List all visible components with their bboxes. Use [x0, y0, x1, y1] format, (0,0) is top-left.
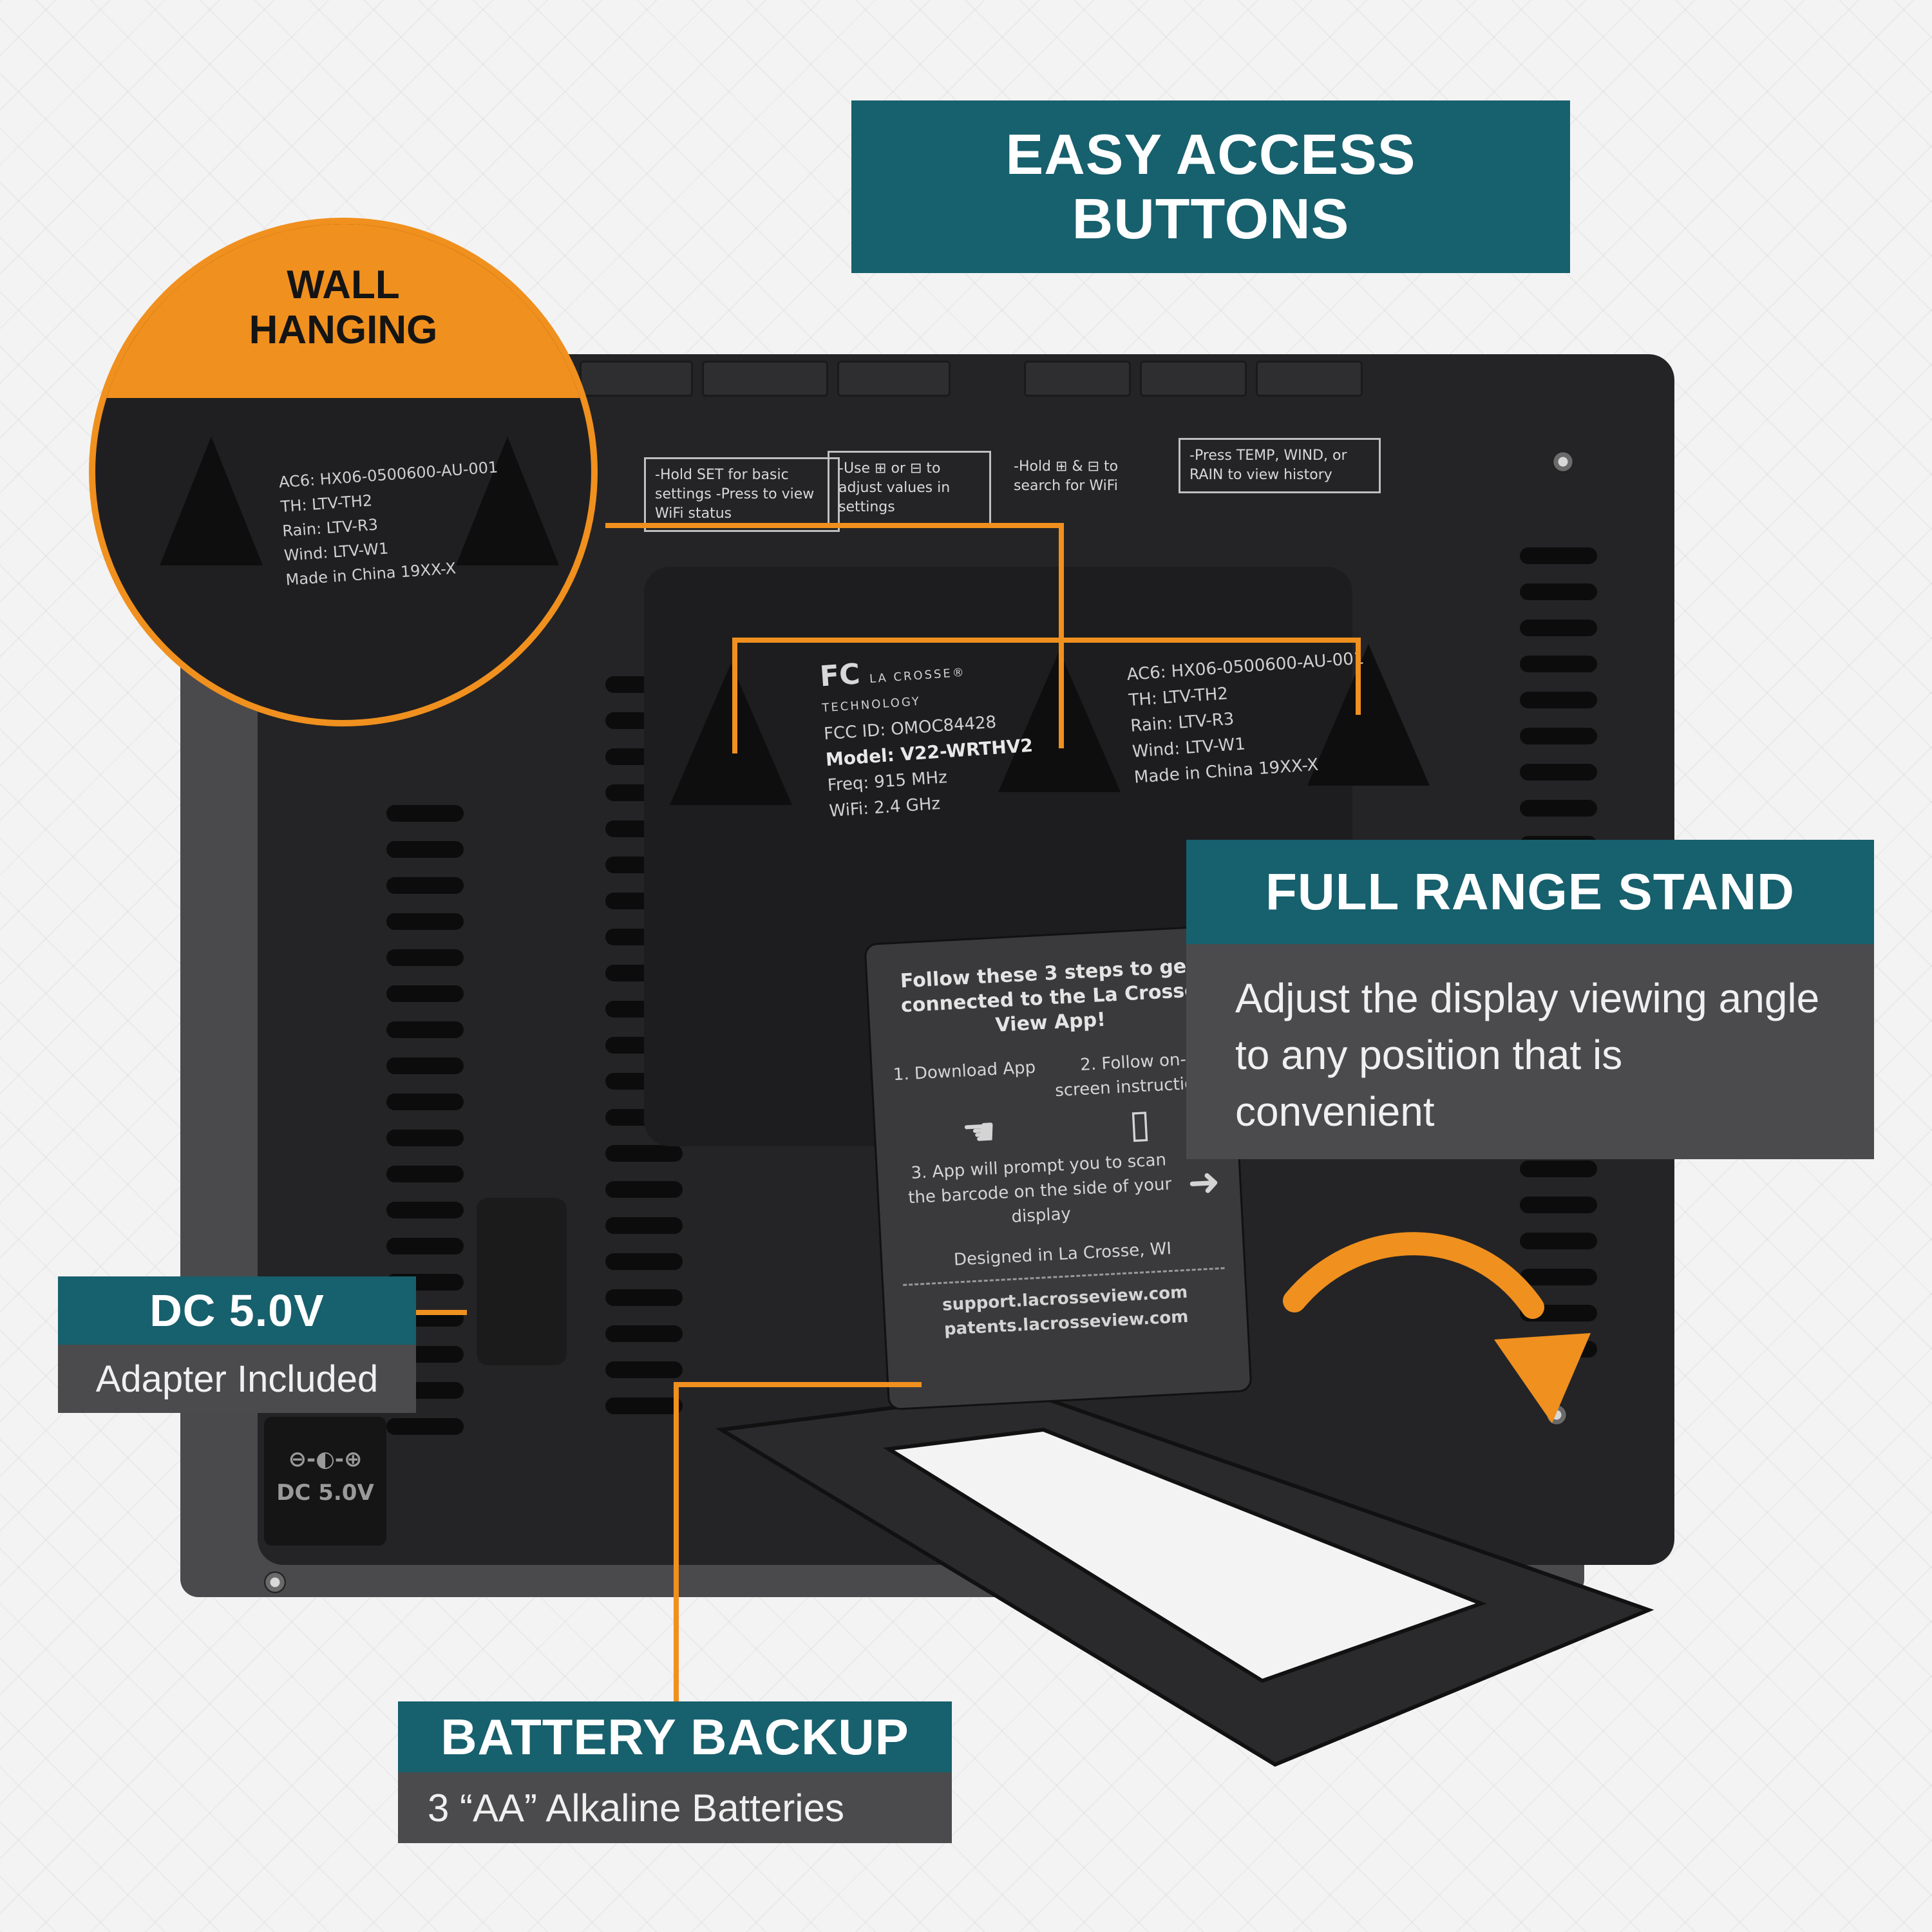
wall-hanging-line-bracket-l: [732, 638, 737, 753]
easy-access-title: EASY ACCESS BUTTONS: [1005, 122, 1416, 251]
screw-bottom-left: [264, 1571, 286, 1593]
wall-hanging-line-top: [605, 523, 1064, 528]
zoom-slot-right: [456, 437, 559, 565]
button-temp: [1024, 361, 1131, 397]
dc-line: [415, 1310, 467, 1315]
phone-tap-icon: ▯: [1128, 1101, 1152, 1148]
hanging-slot-right: [1307, 644, 1430, 786]
hanging-slot-left: [670, 663, 792, 805]
door-step3: 3. App will prompt you to scan the barco…: [907, 1150, 1172, 1227]
label-history: -Press TEMP, WIND, or RAIN to view histo…: [1179, 438, 1381, 493]
vents-left: [386, 805, 464, 1454]
wall-hanging-line-bracket-h: [732, 638, 1361, 643]
full-range-title: FULL RANGE STAND: [1265, 863, 1795, 920]
fc-logo: FC: [819, 658, 862, 694]
dc-port-label: ⊖-◐-⊕ DC 5.0V: [264, 1417, 386, 1546]
zoom-slot-left: [160, 437, 263, 565]
dc-callout: DC 5.0V: [58, 1276, 416, 1345]
wall-hanging-zoom: WALL HANGING AC6: HX06-0500600-AU-001 TH…: [89, 218, 598, 726]
fcc-spec-block: FC LA CROSSE® TECHNOLOGY FCC ID: OMOC844…: [819, 658, 1034, 821]
rotation-arrow-icon: [1283, 1232, 1591, 1423]
wall-hanging-title: WALL HANGING: [249, 263, 438, 352]
screw-top-right: [1552, 451, 1574, 473]
door-step1: 1. Download App: [893, 1057, 1036, 1085]
battery-title: BATTERY BACKUP: [440, 1708, 909, 1765]
button-wind: [1140, 361, 1247, 397]
zoom-spec-text: AC6: HX06-0500600-AU-001 TH: LTV-TH2 Rai…: [278, 458, 499, 589]
battery-callout: BATTERY BACKUP: [398, 1701, 952, 1772]
arrow-right-icon: ➜: [1186, 1159, 1222, 1206]
download-app-icon: ☚: [960, 1108, 998, 1156]
door-designed: Designed in La Crosse, WI: [953, 1238, 1172, 1270]
button-plus: [837, 361, 951, 397]
easy-access-callout: EASY ACCESS BUTTONS: [851, 100, 1570, 273]
dc-port-cover: [477, 1198, 567, 1365]
label-adjust: -Use ⊞ or ⊟ to adjust values in settings: [828, 451, 991, 526]
dc-description: Adapter Included: [58, 1345, 416, 1413]
wall-hanging-line-vert: [1059, 523, 1064, 748]
polarity-icon: ⊖-◐-⊕: [288, 1446, 363, 1472]
battery-description: 3 “AA” Alkaline Batteries: [398, 1772, 952, 1843]
battery-line-v: [674, 1382, 679, 1705]
door-heading: Follow these 3 steps to get connected to…: [900, 954, 1198, 1037]
full-range-description: Adjust the display viewing angle to any …: [1186, 944, 1874, 1159]
button-set: [580, 361, 693, 397]
sensor-spec-block: AC6: HX06-0500600-AU-001 TH: LTV-TH2 Rai…: [1126, 649, 1365, 788]
label-search: -Hold ⊞ & ⊟ to search for WiFi: [1014, 459, 1119, 494]
label-set: -Hold SET for basic settings -Press to v…: [644, 457, 840, 532]
full-range-callout: FULL RANGE STAND: [1186, 840, 1874, 944]
battery-line-h: [674, 1382, 922, 1387]
wall-hanging-line-bracket-r: [1356, 638, 1361, 715]
stand: [715, 1388, 1654, 1767]
dc-title: DC 5.0V: [149, 1285, 325, 1336]
wall-hanging-cap: [95, 224, 591, 398]
button-minus: [702, 361, 828, 397]
button-rain: [1256, 361, 1363, 397]
